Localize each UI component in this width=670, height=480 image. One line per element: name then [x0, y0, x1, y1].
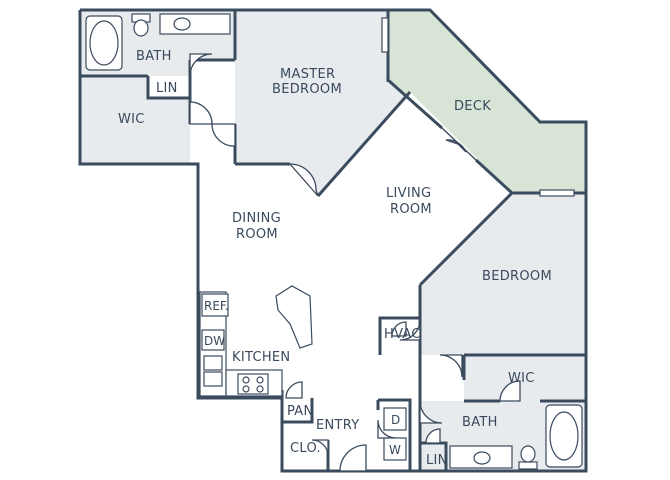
sink-bottom	[473, 451, 491, 465]
toilet-top-bowl	[133, 19, 149, 37]
toilet-bottom-tank	[518, 461, 538, 470]
lin-top-area	[148, 76, 190, 98]
door-deck	[445, 139, 467, 153]
sink-top	[173, 17, 191, 31]
living-dining-area	[198, 92, 512, 422]
door-hvac	[391, 321, 407, 337]
door-entry	[339, 444, 367, 472]
label-ref: REF.	[204, 299, 229, 313]
burner-2	[256, 376, 264, 384]
door-wic-bottom	[499, 380, 521, 402]
label-living-1: LIVING	[386, 186, 431, 201]
label-kitchen: KITCHEN	[232, 350, 290, 365]
fridge	[201, 293, 229, 317]
wall-closet	[282, 398, 314, 424]
wall-living-deck-a	[387, 78, 443, 130]
closet-area	[282, 422, 328, 471]
kitchen-sink-b	[203, 371, 223, 387]
bedroom-area	[420, 193, 586, 355]
door-bedroom	[399, 319, 421, 341]
deck-area	[388, 10, 586, 193]
label-washer: W	[389, 443, 401, 457]
wall-laundry	[378, 398, 412, 471]
label-master-2: BEDROOM	[272, 82, 342, 97]
label-lin-bottom: LIN	[426, 453, 448, 468]
door-pantry	[285, 381, 303, 399]
door-bath-top	[189, 53, 213, 77]
label-bath-bottom: BATH	[462, 415, 498, 430]
window-master-deck	[381, 17, 389, 53]
door-bath-bottom	[419, 400, 443, 424]
label-wic-top: WIC	[118, 112, 145, 127]
label-dryer: D	[391, 413, 400, 427]
washer	[383, 437, 407, 461]
label-hvac: HVAC	[384, 327, 421, 342]
kitchen-sink-a	[203, 355, 223, 371]
toilet-bottom-bowl	[520, 445, 536, 463]
burner-4	[256, 385, 264, 393]
label-clo: CLO.	[290, 441, 321, 456]
wall-living-deck-b	[474, 158, 514, 195]
range	[237, 373, 269, 395]
tub-bottom-basin	[549, 411, 579, 461]
dryer	[383, 407, 407, 431]
wic-bottom-area	[464, 355, 586, 401]
label-dw: DW	[204, 334, 225, 348]
window-deck-bedroom	[539, 189, 575, 197]
door-lin-bottom	[425, 428, 441, 444]
exterior-wall	[78, 8, 588, 473]
label-entry: ENTRY	[316, 418, 360, 433]
label-dining-2: ROOM	[236, 227, 278, 242]
dishwasher	[201, 329, 225, 351]
label-bath-top: BATH	[136, 49, 172, 64]
master-bedroom-area	[235, 10, 410, 196]
wall-hvac	[378, 316, 420, 355]
label-pan: PAN	[287, 404, 314, 419]
burner-1	[242, 376, 250, 384]
door-closet	[311, 439, 329, 457]
door-master	[211, 123, 236, 147]
label-bedroom: BEDROOM	[482, 269, 552, 284]
burner-3	[242, 385, 250, 393]
wall-master-living	[316, 91, 412, 197]
label-living-2: ROOM	[390, 202, 432, 217]
door-bedroom-b	[439, 354, 463, 378]
tub-top-basin	[89, 20, 119, 66]
kitchen-island	[275, 285, 313, 349]
label-deck: DECK	[454, 99, 491, 114]
label-lin-top: LIN	[156, 81, 178, 96]
door-wic-top	[189, 101, 213, 125]
door-master-hall	[288, 163, 319, 197]
label-dining-1: DINING	[232, 211, 281, 226]
wall-living-bedroom	[418, 191, 514, 287]
label-wic-bottom: WIC	[508, 371, 535, 386]
vanity-top	[159, 13, 231, 35]
label-master-1: MASTER	[280, 67, 335, 82]
